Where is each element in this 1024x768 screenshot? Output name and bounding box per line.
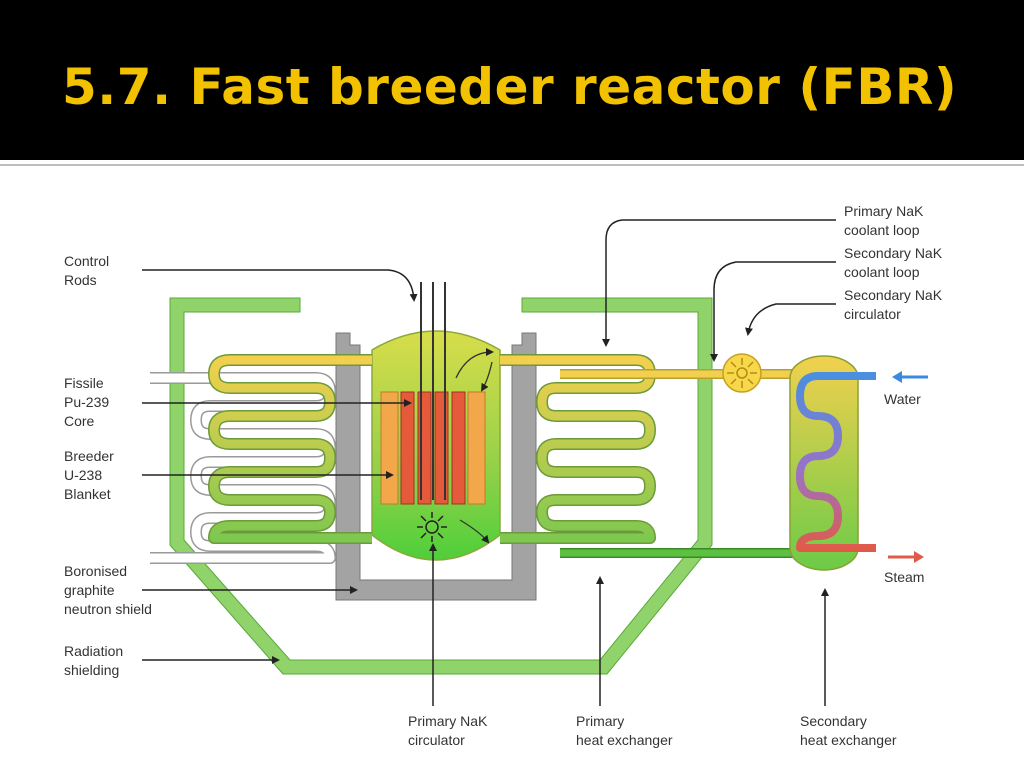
label-secondary-hx: Secondary heat exchanger xyxy=(800,713,897,748)
leader-lines xyxy=(142,219,836,706)
steam-coil xyxy=(796,372,876,552)
control-rods xyxy=(420,282,446,500)
label-neutron-shield: Boronised graphite neutron shield xyxy=(64,563,152,617)
label-primary-loop: Primary NaK coolant loop xyxy=(844,203,927,238)
label-control-rods: Control Rods xyxy=(64,253,113,288)
flow-arrow xyxy=(459,519,490,544)
slide-title: 5.7. Fast breeder reactor (FBR) xyxy=(62,58,958,116)
title-bar: 5.7. Fast breeder reactor (FBR) xyxy=(0,0,1024,160)
label-fissile-core: Fissile Pu-239 Core xyxy=(64,375,113,429)
radiation-shielding xyxy=(169,297,713,675)
water-arrow-icon xyxy=(892,371,928,383)
title-divider xyxy=(0,164,1024,166)
label-secondary-circulator: Secondary NaK circulator xyxy=(844,287,946,322)
label-secondary-loop: Secondary NaK coolant loop xyxy=(844,245,946,280)
flow-arrow xyxy=(480,361,493,392)
label-steam: Steam xyxy=(884,569,924,585)
steam-arrow-icon xyxy=(888,551,924,563)
flow-arrow xyxy=(455,348,494,379)
label-water: Water xyxy=(884,391,921,407)
label-primary-circulator: Primary NaK circulator xyxy=(408,713,491,748)
secondary-circulator-icon xyxy=(722,353,762,393)
primary-circulator-icon xyxy=(417,512,447,542)
label-breeder-blanket: Breeder U-238 Blanket xyxy=(64,448,118,502)
label-radiation-shielding: Radiation shielding xyxy=(64,643,127,678)
label-primary-hx: Primary heat exchanger xyxy=(576,713,673,748)
